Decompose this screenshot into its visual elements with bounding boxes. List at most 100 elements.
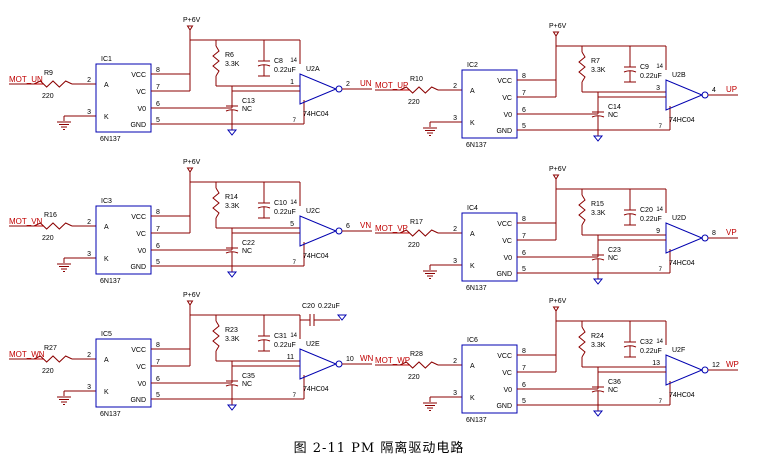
ground-triangle-icon — [592, 278, 604, 285]
ground-triangle-icon — [226, 271, 238, 278]
ground-triangle-icon — [226, 129, 238, 136]
gate-gnd-pin: 7 — [293, 393, 297, 399]
pin-number: 7 — [522, 90, 526, 97]
output-net-label: VN — [360, 221, 371, 230]
ic-ref: IC1 — [101, 56, 112, 63]
pin-label: VC — [136, 364, 146, 371]
pullup-ref: R23 — [225, 327, 238, 334]
pin-number: 6 — [522, 250, 526, 257]
channel-group: MOT_UPR10220IC26N1372A3KVCC8VC7V06GND5P+… — [375, 23, 738, 149]
input-resistor-ref: R16 — [44, 212, 57, 219]
ic-part: 6N137 — [466, 285, 487, 292]
pin-number: 5 — [156, 259, 160, 266]
capacitor-ref: C31 — [274, 333, 287, 340]
gate-gnd-pin: 7 — [659, 124, 663, 130]
gate-in-pin: 13 — [652, 360, 660, 367]
pin-number: 8 — [156, 209, 160, 216]
input-net-label: MOT_WN — [9, 350, 45, 359]
capacitor-value: NC — [242, 381, 252, 388]
supply-label: P+6V — [549, 166, 567, 173]
ic-ref: IC3 — [101, 198, 112, 205]
pin-label: V0 — [137, 381, 146, 388]
pullup-value: 3.3K — [225, 336, 240, 343]
optocoupler-ic — [95, 205, 152, 275]
pin-label: V0 — [137, 106, 146, 113]
input-resistor-value: 220 — [42, 235, 54, 242]
pullup-ref: R7 — [591, 58, 600, 65]
capacitor-ref: C9 — [640, 64, 649, 71]
pullup-ref: R14 — [225, 194, 238, 201]
gate-vcc-pin: 14 — [290, 58, 297, 64]
pin-label: K — [104, 389, 109, 396]
pin-label: GND — [496, 271, 512, 278]
pin-number: 2 — [453, 358, 457, 365]
pin-label: V0 — [503, 112, 512, 119]
capacitor-value: NC — [242, 106, 252, 113]
input-resistor — [399, 229, 439, 237]
pin-number: 7 — [156, 226, 160, 233]
capacitor-value: NC — [608, 387, 618, 394]
output-net-label: UN — [360, 79, 372, 88]
gate-out-pin: 8 — [712, 230, 716, 237]
pullup-resistor — [578, 326, 586, 358]
ic-ref: IC2 — [467, 62, 478, 69]
capacitor-ref: C10 — [274, 200, 287, 207]
decoupling-capacitor-plate — [623, 345, 637, 348]
input-net-label: MOT_WP — [375, 356, 410, 365]
pin-label: K — [470, 395, 475, 402]
decoupling-capacitor-plate — [257, 64, 271, 67]
supply-label: P+6V — [183, 292, 201, 299]
pin-label: A — [470, 363, 475, 370]
ic-ref: IC5 — [101, 331, 112, 338]
pin-label: GND — [130, 122, 146, 129]
pin-label: A — [470, 231, 475, 238]
input-resistor-ref: R27 — [44, 345, 57, 352]
pullup-resistor — [212, 320, 220, 352]
pin-label: GND — [496, 403, 512, 410]
pin-number: 8 — [522, 348, 526, 355]
capacitor-value: 0.22uF — [640, 348, 662, 355]
gate-out-pin: 4 — [712, 87, 716, 94]
figure-caption: 图 2-11 PM 隔离驱动电路 — [293, 441, 465, 456]
pin-number: 5 — [522, 123, 526, 130]
pullup-value: 3.3K — [591, 67, 606, 74]
gate-in-pin: 9 — [656, 228, 660, 235]
capacitor-value: 0.22uF — [640, 73, 662, 80]
pin-label: VC — [502, 238, 512, 245]
output-net-label: WP — [726, 360, 739, 369]
input-net-label: MOT_VP — [375, 224, 408, 233]
gate-ref: U2E — [306, 341, 320, 348]
pin-number: 7 — [156, 359, 160, 366]
pin-number: 6 — [156, 376, 160, 383]
gate-ref: U2F — [672, 347, 685, 354]
output-net-label: WN — [360, 354, 374, 363]
supply-label: P+6V — [183, 159, 201, 166]
ground-triangle-icon — [592, 410, 604, 417]
pullup-value: 3.3K — [591, 210, 606, 217]
pin-number: 5 — [156, 117, 160, 124]
pin-number: 3 — [87, 384, 91, 391]
gate-gnd-pin: 7 — [659, 399, 663, 405]
capacitor-value: NC — [608, 255, 618, 262]
pin-number: 6 — [522, 107, 526, 114]
inverter-gate-icon — [299, 215, 338, 247]
vo-capacitor-plate — [591, 390, 605, 393]
power-arrow-icon — [552, 31, 560, 37]
gate-vcc-pin: 14 — [656, 207, 663, 213]
pin-label: K — [104, 256, 109, 263]
input-resistor — [33, 222, 73, 230]
pin-number: 8 — [522, 73, 526, 80]
input-resistor — [399, 361, 439, 369]
pin-number: 7 — [522, 233, 526, 240]
gate-part: 74HC04 — [669, 117, 695, 124]
decoupling-capacitor-plate — [257, 206, 271, 209]
optocoupler-ic — [95, 338, 152, 408]
pin-label: A — [104, 357, 109, 364]
pullup-resistor — [212, 187, 220, 219]
pin-number: 2 — [87, 77, 91, 84]
pin-label: VCC — [131, 72, 146, 79]
optocoupler-ic — [95, 63, 152, 133]
capacitor-ref: C20 — [640, 207, 653, 214]
capacitor-value: NC — [242, 248, 252, 255]
